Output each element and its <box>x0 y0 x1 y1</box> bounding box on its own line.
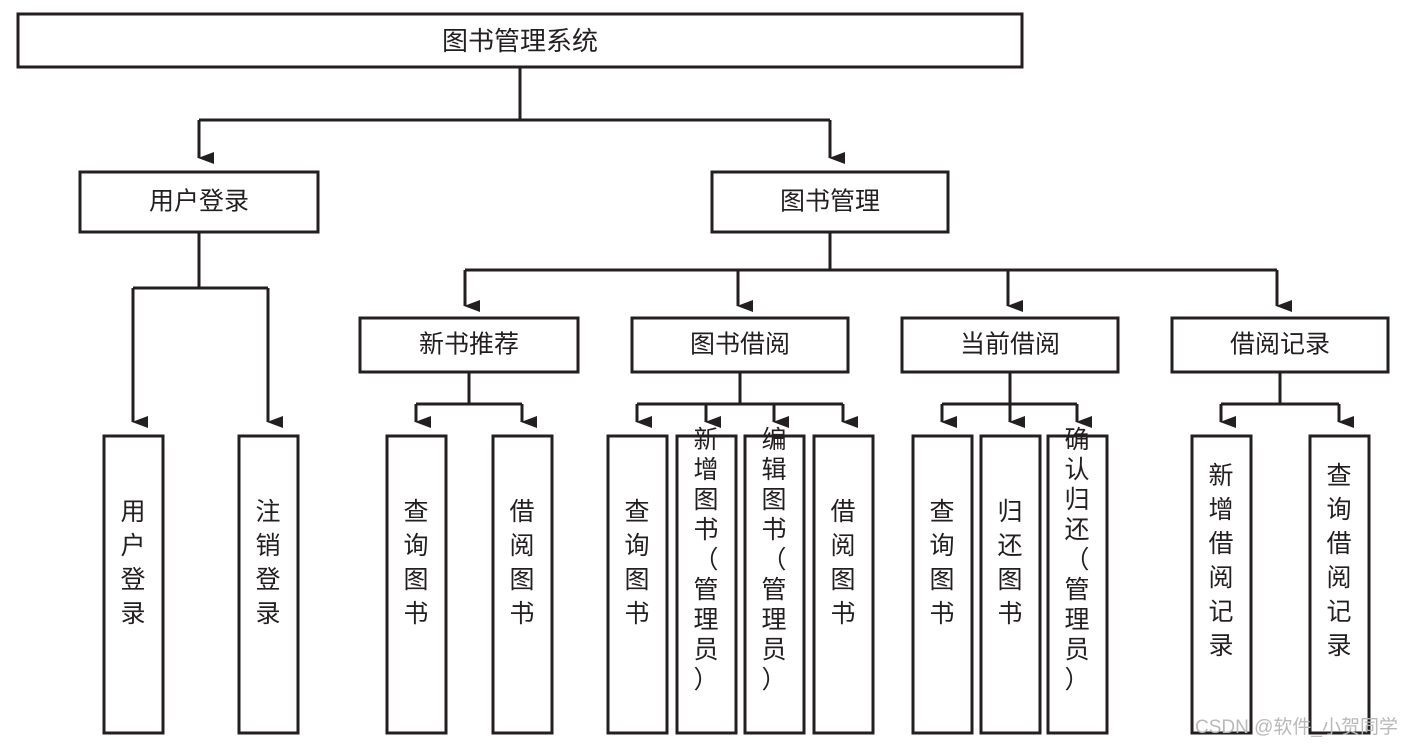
node-current-borrow-box <box>900 316 1120 374</box>
node-current-borrow[interactable]: 当前借阅 <box>900 316 1120 374</box>
leaf-query-book-2-box <box>606 434 669 735</box>
leaf-edit-book-box <box>743 434 806 735</box>
node-book-borrow-box <box>630 316 850 374</box>
node-new-book-recommend-box <box>358 316 580 374</box>
leaf-add-book-label: 新增图书（管理员） <box>693 426 718 694</box>
leaf-user-login[interactable]: 用户登录 <box>102 434 165 735</box>
node-book-borrow-label: 图书借阅 <box>690 331 790 359</box>
connector-layer <box>131 67 1354 428</box>
node-user-login-label: 用户登录 <box>149 188 249 216</box>
node-root[interactable]: 图书管理系统 <box>16 12 1024 69</box>
leaf-add-book-box <box>675 434 738 735</box>
leaf-borrow-book-2[interactable]: 借阅图书 <box>812 434 875 735</box>
leaf-borrow-book-2-box <box>812 434 875 735</box>
leaf-borrow-book-2-label: 借阅图书 <box>830 498 855 628</box>
csdn-watermark: CSDN @软件_小贺同学 <box>1195 716 1398 738</box>
leaf-user-logout-label: 注销登录 <box>255 498 280 628</box>
leaf-borrow-book-1-box <box>491 434 554 735</box>
leaf-confirm-return-label: 确认归还（管理员） <box>1064 426 1089 694</box>
node-borrow-record[interactable]: 借阅记录 <box>1170 316 1390 374</box>
leaf-return-book-label: 归还图书 <box>997 498 1022 628</box>
leaf-return-book-box <box>979 434 1042 735</box>
leaf-borrow-book-1[interactable]: 借阅图书 <box>491 434 554 735</box>
node-root-box <box>16 12 1024 69</box>
leaf-user-logout[interactable]: 注销登录 <box>237 434 300 735</box>
node-root-label: 图书管理系统 <box>442 26 598 56</box>
leaf-query-book-1-box <box>385 434 448 735</box>
leaf-return-book[interactable]: 归还图书 <box>979 434 1042 735</box>
leaf-add-record[interactable]: 新增借阅记录 <box>1190 434 1253 735</box>
leaf-confirm-return[interactable]: 确认归还（管理员） <box>1046 426 1109 735</box>
leaf-edit-book-label: 编辑图书（管理员） <box>761 426 786 694</box>
leaf-query-book-3[interactable]: 查询图书 <box>911 434 974 735</box>
node-book-borrow[interactable]: 图书借阅 <box>630 316 850 374</box>
leaf-query-book-3-box <box>911 434 974 735</box>
leaf-user-logout-box <box>237 434 300 735</box>
leaf-query-book-2-label: 查询图书 <box>624 498 649 628</box>
node-book-management-label: 图书管理 <box>780 188 880 216</box>
leaf-user-login-box <box>102 434 165 735</box>
leaf-query-book-1[interactable]: 查询图书 <box>385 434 448 735</box>
leaf-add-book[interactable]: 新增图书（管理员） <box>675 426 738 735</box>
node-borrow-record-label: 借阅记录 <box>1230 331 1330 359</box>
node-new-book-recommend[interactable]: 新书推荐 <box>358 316 580 374</box>
node-book-management-box <box>710 170 950 234</box>
leaf-user-login-label: 用户登录 <box>120 498 145 628</box>
leaf-borrow-book-1-label: 借阅图书 <box>509 498 534 628</box>
leaf-query-book-3-label: 查询图书 <box>929 498 954 628</box>
leaf-edit-book[interactable]: 编辑图书（管理员） <box>743 426 806 735</box>
leaf-query-book-1-label: 查询图书 <box>403 498 428 628</box>
leaf-add-record-box <box>1190 434 1253 735</box>
node-new-book-recommend-label: 新书推荐 <box>419 331 519 359</box>
node-user-login[interactable]: 用户登录 <box>78 170 320 234</box>
leaf-query-record-label: 查询借阅记录 <box>1326 462 1351 660</box>
node-book-management[interactable]: 图书管理 <box>710 170 950 234</box>
node-user-login-box <box>78 170 320 234</box>
node-current-borrow-label: 当前借阅 <box>960 331 1060 359</box>
leaf-query-record[interactable]: 查询借阅记录 <box>1308 434 1371 735</box>
node-borrow-record-box <box>1170 316 1390 374</box>
leaf-query-record-box <box>1308 434 1371 735</box>
leaf-confirm-return-box <box>1046 434 1109 735</box>
leaf-query-book-2[interactable]: 查询图书 <box>606 434 669 735</box>
leaf-add-record-label: 新增借阅记录 <box>1208 462 1233 660</box>
